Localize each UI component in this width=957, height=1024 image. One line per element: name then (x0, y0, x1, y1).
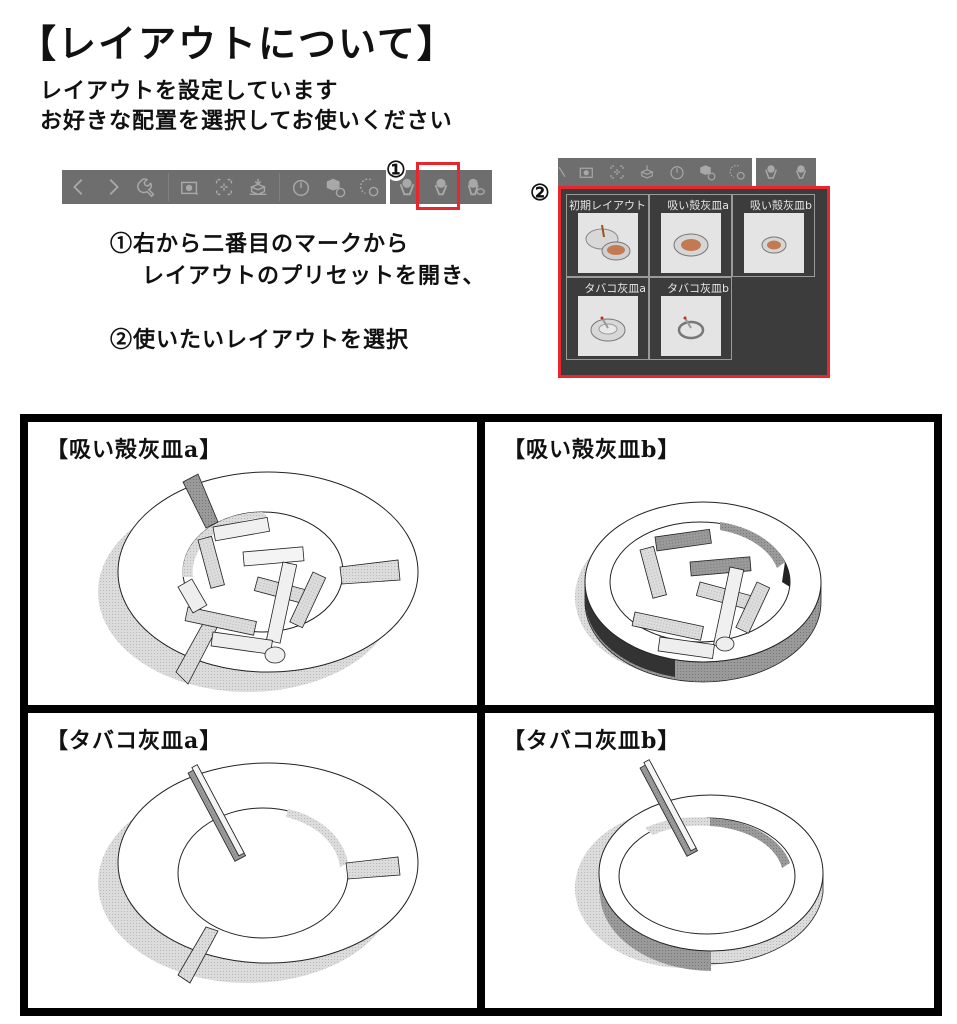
ashtray-with-cigarette-illustration (575, 759, 824, 971)
camera-button[interactable] (572, 158, 602, 186)
layout-preset-icon (795, 165, 807, 179)
ashtray-thumbnail-icon (590, 316, 626, 342)
ground-button[interactable] (632, 158, 662, 186)
ashtray-with-cigarette-illustration (98, 762, 419, 984)
layout-preset-button[interactable] (786, 158, 816, 186)
camera-icon (579, 167, 593, 178)
timer-button[interactable] (284, 170, 318, 204)
preset-item-butt-ashtray-b[interactable]: 吸い殻灰皿b (732, 194, 815, 277)
preset-grid: 初期レイアウト 吸い殻灰皿a 吸い殻灰皿b タバコ灰皿a タバコ灰皿b (566, 194, 815, 360)
toolbar-group-layout (390, 170, 492, 204)
preset-thumbnail (578, 213, 638, 273)
ashtray-thumbnail-icon (585, 224, 631, 261)
intro-line-1: レイアウトを設定しています (40, 78, 339, 104)
panel-toolbar (558, 158, 820, 186)
rotate-reset-icon (729, 164, 745, 180)
ashtray-with-butts-illustration (575, 501, 822, 683)
object-ground-icon (249, 178, 267, 196)
object-reset-button[interactable] (318, 170, 352, 204)
camera-button[interactable] (173, 170, 207, 204)
layout-preset-icon (434, 178, 448, 196)
preset-label: タバコ灰皿a (584, 282, 646, 295)
focus-frame-icon (215, 178, 233, 196)
focus-frame-icon (610, 165, 624, 179)
preset-item-cigarette-ashtray-b[interactable]: タバコ灰皿b (649, 277, 732, 360)
object-reset-icon (700, 165, 716, 181)
rotate-reset-button[interactable] (352, 170, 386, 204)
panel-toolbar-group-main (558, 158, 752, 186)
preset-item-butt-ashtray-a[interactable]: 吸い殻灰皿a (649, 194, 732, 277)
next-button[interactable] (96, 170, 130, 204)
settings-button[interactable] (558, 158, 572, 186)
pose-button[interactable] (390, 170, 424, 204)
rotate-reset-icon (359, 178, 379, 197)
camera-icon (181, 181, 199, 196)
panel-divider-horizontal (20, 705, 942, 713)
ground-button[interactable] (241, 170, 275, 204)
preset-thumbnail (661, 213, 721, 273)
panel-toolbar-group-layout (756, 158, 816, 186)
step-badge-2: ② (530, 180, 550, 206)
wrench-icon (558, 167, 566, 177)
toolbar-group-main (62, 170, 386, 204)
timer-button[interactable] (662, 158, 692, 186)
intro-line-2: お好きな配置を選択してお使いください (40, 108, 453, 134)
panel-title: 【タバコ灰皿a】 (46, 728, 223, 754)
step-badge-1: ① (386, 157, 406, 183)
step1-line2: レイアウトのプリセットを開き、 (142, 263, 486, 289)
layout-preset-button[interactable] (424, 170, 458, 204)
ashtray-thumbnail-icon (677, 316, 705, 340)
focus-button[interactable] (602, 158, 632, 186)
preset-thumbnail (578, 296, 638, 356)
toolbar-divider (168, 173, 169, 201)
object-ground-icon (640, 165, 654, 179)
ashtray-with-butts-illustration (98, 471, 419, 692)
layout-preset-panel: 初期レイアウト 吸い殻灰皿a 吸い殻灰皿b タバコ灰皿a タバコ灰皿b (558, 186, 830, 378)
pose-hand-icon (399, 178, 415, 196)
preset-label: タバコ灰皿b (667, 282, 729, 295)
ashtray-thumbnail-icon (761, 236, 787, 254)
preset-label: 吸い殻灰皿a (667, 199, 729, 212)
step2-text: ②使いたいレイアウトを選択 (110, 327, 410, 353)
preset-item-default[interactable]: 初期レイアウト (566, 194, 649, 277)
timer-icon (292, 179, 310, 196)
focus-button[interactable] (207, 170, 241, 204)
toolbar-divider (279, 173, 280, 201)
intro-text: レイアウトを設定しています お好きな配置を選択してお使いください (40, 76, 453, 136)
preset-thumbnail (744, 213, 804, 273)
preset-thumbnail (661, 296, 721, 356)
object-reset-icon (326, 178, 346, 198)
rotate-reset-button[interactable] (722, 158, 752, 186)
preset-label: 初期レイアウト (569, 199, 646, 212)
chevron-right-icon (109, 179, 119, 195)
preset-label: 吸い殻灰皿b (750, 199, 812, 212)
panel-title: 【タバコ灰皿b】 (503, 728, 681, 754)
prev-button[interactable] (62, 170, 96, 204)
timer-icon (670, 166, 684, 180)
panel-divider-vertical (477, 414, 485, 1016)
settings-button[interactable] (130, 170, 164, 204)
chevron-left-icon (73, 179, 83, 195)
object-reset-button[interactable] (692, 158, 722, 186)
panel-butt-ashtray-a: 【吸い殻灰皿a】 (28, 422, 477, 705)
step1-line1: ①右から二番目のマークから (110, 231, 410, 257)
pose-hand-icon (765, 165, 777, 179)
preset-item-cigarette-ashtray-a[interactable]: タバコ灰皿a (566, 277, 649, 360)
object-toolbar (62, 170, 496, 204)
panel-cigarette-ashtray-b: 【タバコ灰皿b】 (485, 713, 934, 1008)
panel-butt-ashtray-b: 【吸い殻灰皿b】 (485, 422, 934, 705)
page-title: 【レイアウトについて】 (18, 21, 457, 66)
layout-object-icon (467, 178, 485, 196)
wrench-icon (137, 178, 155, 198)
highlight-box-layout-preset (416, 162, 460, 210)
panel-title: 【吸い殻灰皿a】 (46, 437, 223, 463)
pose-button[interactable] (756, 158, 786, 186)
ashtray-thumbnail-icon (673, 233, 709, 257)
panel-cigarette-ashtray-a: 【タバコ灰皿a】 (28, 713, 477, 1008)
layout-object-button[interactable] (458, 170, 492, 204)
panel-title: 【吸い殻灰皿b】 (503, 437, 681, 463)
